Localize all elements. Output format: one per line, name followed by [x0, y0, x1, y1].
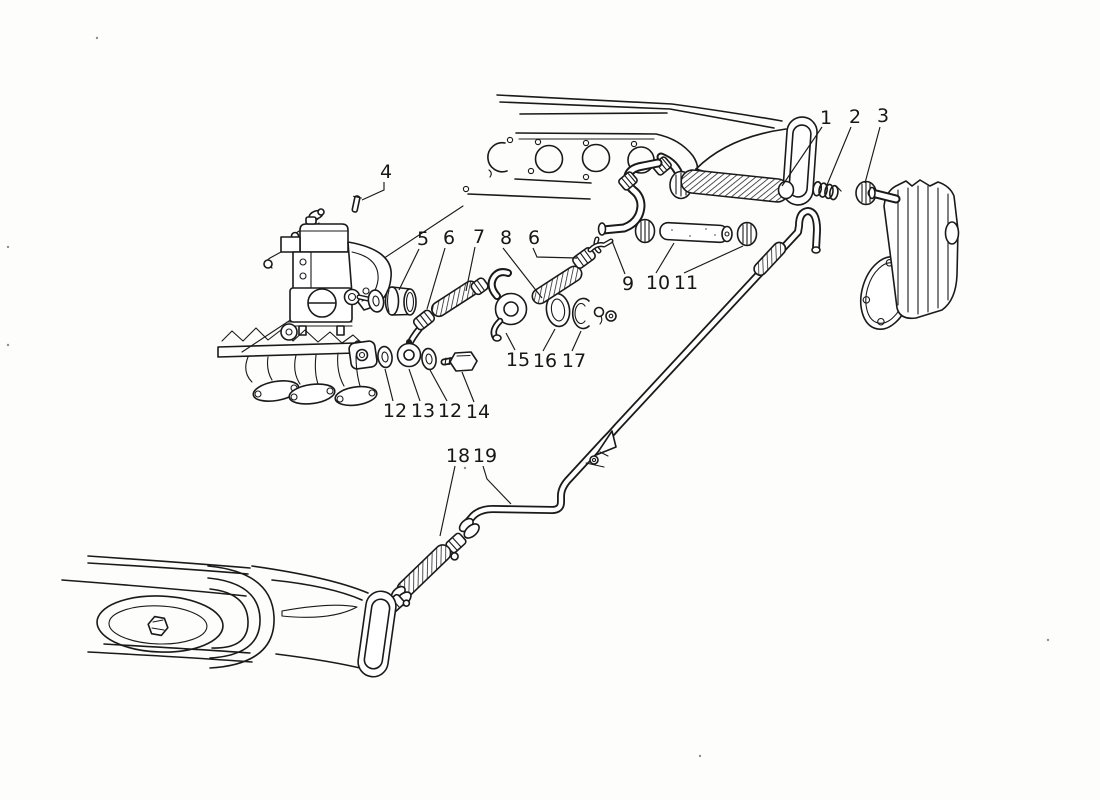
pin-4	[351, 195, 362, 213]
hose-10	[659, 221, 733, 244]
part-number-11: 11	[674, 272, 698, 294]
leader-line-6-b	[532, 247, 578, 259]
pipe-9-union-nut	[618, 171, 638, 191]
leader-line-17	[571, 330, 582, 352]
cover-recess	[96, 595, 224, 653]
cap-5	[384, 286, 417, 316]
trumpet-bottom	[275, 653, 365, 670]
part-number-6-a: 6	[443, 227, 455, 249]
part-number-17: 17	[562, 350, 586, 372]
pipe-19-bracket	[585, 430, 617, 468]
breather-hose-assembly	[652, 152, 795, 203]
part-number-3: 3	[877, 105, 889, 127]
part-number-9: 9	[622, 273, 634, 295]
leader-line-5	[398, 248, 420, 291]
leader-line-15	[505, 332, 516, 351]
leader-line-11	[683, 245, 744, 274]
leader-line-19	[482, 465, 512, 505]
spring-2	[812, 181, 842, 201]
part-number-16: 16	[533, 350, 557, 372]
hose-8	[531, 265, 583, 305]
trumpet-top	[271, 579, 363, 601]
part-number-4: 4	[380, 161, 392, 183]
head-bolt-dots	[462, 136, 638, 193]
leader-line-18	[439, 465, 456, 537]
leader-line-4	[361, 182, 385, 201]
paper-speck	[95, 36, 99, 40]
hose-1-open-end	[777, 180, 795, 200]
vent-pipe-9	[593, 158, 663, 254]
leader-line-10	[655, 242, 675, 274]
washer-near-5	[367, 289, 385, 313]
part-number-5: 5	[417, 228, 429, 250]
paper-specks	[6, 36, 1050, 758]
leader-line-13	[408, 368, 421, 402]
leader-line-12-a	[384, 368, 394, 402]
cover-hex-bolt	[147, 615, 169, 637]
snap-ring-17	[571, 297, 590, 330]
leader-line-8	[502, 247, 543, 299]
part-number-2: 2	[849, 106, 861, 128]
leader-line-3	[864, 126, 881, 184]
union-nut-9-10	[634, 218, 656, 244]
paper-speck	[6, 343, 10, 347]
hose-7-clamp	[470, 277, 489, 296]
banjo-valve-15	[487, 268, 528, 342]
part-number-6-b: 6	[528, 227, 540, 249]
paper-speck	[463, 466, 467, 470]
part-number-7: 7	[473, 226, 485, 248]
breather-pipe-19	[458, 207, 821, 539]
leader-line-16	[542, 328, 556, 352]
hose-18-assembly	[384, 532, 467, 614]
leader-line-9	[611, 240, 626, 275]
part-number-14: 14	[466, 401, 490, 423]
leader-line-6-a	[426, 247, 446, 310]
cover-mouth-oval	[357, 590, 397, 678]
part-number-19: 19	[473, 445, 497, 467]
part-number-15: 15	[506, 349, 530, 371]
part-number-10: 10	[646, 272, 670, 294]
ferrule-6a	[412, 309, 436, 331]
paper-speck	[6, 245, 10, 249]
leader-line-1	[781, 126, 823, 187]
part-number-8: 8	[500, 227, 512, 249]
washer-12b	[421, 347, 437, 371]
leader-line-12-b	[429, 369, 448, 402]
hose-clamp-upper	[445, 532, 467, 561]
banjo-13	[396, 339, 422, 368]
hose-1	[680, 169, 790, 203]
intake-manifold	[217, 323, 378, 407]
paper-speck	[1046, 638, 1050, 642]
paper-speck	[698, 754, 702, 758]
union-nut-11	[736, 221, 758, 247]
banjo-bolt-14	[440, 351, 478, 372]
cam-cover-end-oval	[782, 116, 818, 206]
fittings-chain	[367, 238, 617, 372]
housing-side-boss	[944, 221, 960, 245]
leader-line-2	[826, 126, 852, 186]
leader-line-14	[461, 371, 475, 403]
part-number-18: 18	[446, 445, 470, 467]
cover-scoop-top	[695, 128, 787, 170]
breather-housing	[859, 179, 960, 330]
bottom-cam-cover	[61, 555, 397, 678]
pin-and-screw	[593, 306, 617, 325]
trumpet-lens	[281, 604, 358, 618]
part-number-12-a: 12	[383, 400, 407, 422]
part-number-1: 1	[820, 107, 832, 129]
carburettor	[263, 195, 392, 336]
leader-line-7	[465, 246, 476, 292]
washer-12a	[377, 345, 393, 369]
cover-top-silhouette	[251, 565, 369, 594]
ferrule-6b	[572, 247, 596, 269]
pipe-19-ferrule	[458, 517, 480, 539]
part-number-13: 13	[411, 400, 435, 422]
pipe-19-sleeve	[753, 241, 787, 277]
part-number-12-b: 12	[438, 400, 462, 422]
